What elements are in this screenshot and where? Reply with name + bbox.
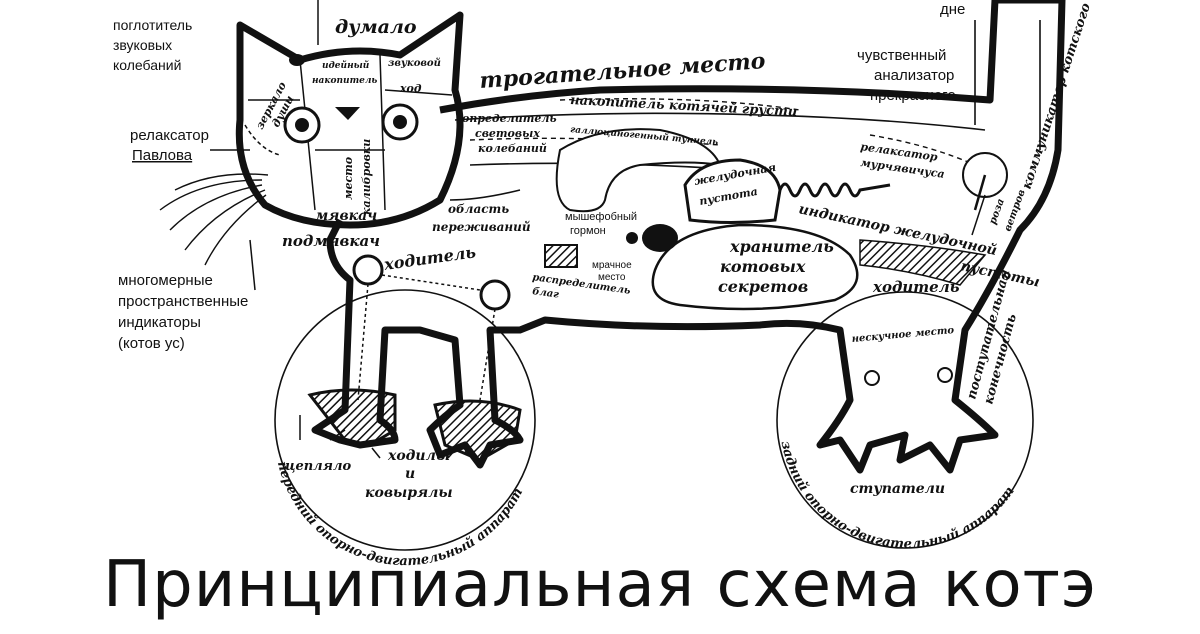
label-light-detector-2: световых xyxy=(475,127,540,140)
hatched-area xyxy=(859,239,987,286)
diagram-title: Принципиальная схема котэ xyxy=(102,548,1098,622)
label-calibration-2: калибровки xyxy=(360,139,373,215)
label-myavkach: мявкач xyxy=(315,208,377,224)
label-sensual-2: анализатор xyxy=(874,67,954,84)
label-secrets-2: котовых xyxy=(720,257,806,276)
label-sound-absorber-2: звуковых xyxy=(113,37,172,53)
label-walker-front: ходитель xyxy=(382,242,477,274)
label-walker-back: ходитель xyxy=(872,278,960,296)
label-walkers-1: ходилы xyxy=(387,448,450,464)
label-sensual-1: чувственный xyxy=(857,47,946,64)
mousephobic-dot xyxy=(626,232,638,244)
body-inner-lines xyxy=(449,20,1041,201)
label-area-2: переживаний xyxy=(432,220,531,234)
label-walkers-2: и xyxy=(405,466,415,482)
label-fun-place: нескучное место xyxy=(851,325,955,345)
label-light-detector-3: колебаний xyxy=(478,142,547,155)
label-sound-absorber-1: поглотитель xyxy=(113,17,192,33)
front-paw-right xyxy=(433,399,522,462)
front-paw-left xyxy=(307,388,397,447)
label-wind-rose-1: роза xyxy=(987,197,1006,226)
front-apparatus-circle xyxy=(274,289,536,551)
label-sound-path-1: звуковой xyxy=(388,58,441,69)
label-sensual-3: прекрасного xyxy=(870,87,956,104)
stomach-void-shape xyxy=(683,158,782,224)
whiskers xyxy=(159,173,269,266)
wind-rose-arrow xyxy=(973,174,987,211)
hallucinogenic-tunnel-shape xyxy=(555,128,722,213)
label-grabber: цепляло xyxy=(285,459,352,474)
label-light-detector-1: определитель xyxy=(462,112,557,125)
label-area-1: область xyxy=(448,202,509,216)
label-whisker-1: многомерные xyxy=(118,272,213,289)
secrets-keeper-shape xyxy=(651,223,859,311)
right-pupil xyxy=(393,115,407,129)
front-joint-left xyxy=(352,254,384,286)
label-walkers-3: ковырялы xyxy=(365,485,453,501)
distributor-box xyxy=(544,244,578,268)
label-dne: дне xyxy=(940,1,965,18)
label-idea-storage-2: накопитель xyxy=(312,76,377,86)
label-sound-absorber-3: колебаний xyxy=(113,57,181,73)
label-gloomy-1: мрачное xyxy=(592,260,632,271)
left-pupil xyxy=(295,118,309,132)
label-whisker-2: пространственные xyxy=(118,293,248,310)
mousephobic-gland xyxy=(642,224,678,252)
label-mousephobic-1: мышефобный xyxy=(565,211,637,223)
label-distributor-2: благ xyxy=(532,286,560,301)
pointer-lines xyxy=(210,0,986,459)
label-secrets-1: хранитель xyxy=(729,237,834,256)
back-joint-right xyxy=(937,367,953,383)
label-pavlov-1: релаксатор xyxy=(130,127,209,144)
cat-nose xyxy=(335,107,360,120)
label-steppers: ступатели xyxy=(850,481,945,497)
label-sadness-storage: накопитель котячей грусти xyxy=(570,93,798,120)
purr-relaxer-spring xyxy=(778,182,891,198)
ear-inner-left xyxy=(289,54,305,66)
back-joint-left xyxy=(864,370,880,386)
label-idea-storage-1: идейный xyxy=(322,60,370,71)
head-dashed-line xyxy=(244,124,281,156)
back-apparatus-circle xyxy=(776,291,1034,549)
label-gloomy-2: место xyxy=(598,272,626,283)
label-podmyavkach: подмявкач xyxy=(282,232,380,250)
label-calibration-1: место xyxy=(342,157,355,200)
label-secrets-3: секретов xyxy=(718,277,808,296)
front-legs-inner xyxy=(357,274,496,401)
cat-head-outline xyxy=(235,11,464,229)
label-whisker-4: (котов ус) xyxy=(118,335,185,352)
label-sound-path-2: ход xyxy=(399,82,422,95)
front-joint-right xyxy=(479,279,511,311)
label-whisker-3: индикаторы xyxy=(118,314,201,331)
label-pavlov-2: Павлова xyxy=(132,147,193,164)
label-mousephobic-2: гормон xyxy=(570,225,606,237)
label-dumalo: думало xyxy=(335,16,417,38)
